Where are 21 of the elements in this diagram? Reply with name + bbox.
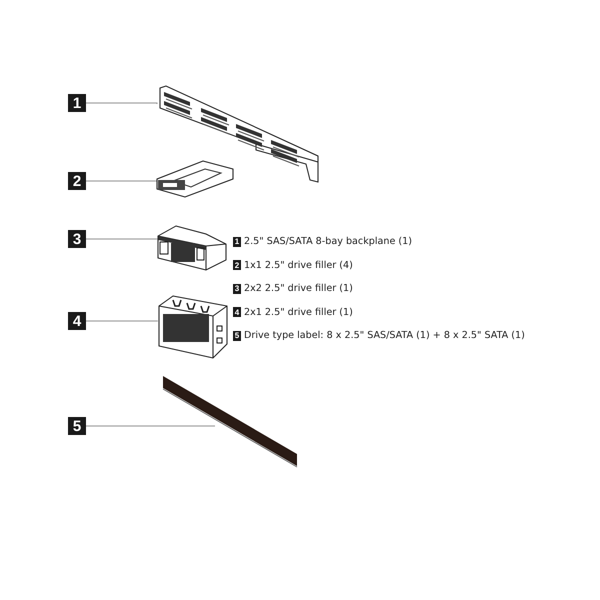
callout-number: 4: [68, 312, 86, 330]
callout-number: 2: [68, 172, 86, 190]
part-description: 1x1 2.5" drive filler (4): [244, 260, 353, 270]
callout-number: 5: [68, 417, 86, 435]
callout-number: 3: [233, 284, 241, 294]
drive-filler-drawing: [156, 224, 228, 272]
part-description: 2x1 2.5" drive filler (1): [244, 306, 353, 318]
callout-number: 2: [233, 260, 241, 270]
part-description: 2.5" SAS/SATA 8-bay backplane (1): [244, 236, 412, 247]
callout-number: 3: [68, 230, 86, 248]
leader-line: [86, 102, 158, 104]
leader-line: [86, 238, 158, 240]
leader-line: [86, 320, 158, 322]
part-description: 2x2 2.5" drive filler (1): [244, 283, 353, 294]
leader-line: [86, 180, 158, 182]
callout-number: 5: [233, 330, 241, 340]
callout-number: 1: [68, 94, 86, 112]
part-description: Drive type label: 8 x 2.5" SAS/SATA (1) + 8 x 2.5" SATA (1): [244, 330, 525, 341]
label-strip-drawing: [163, 376, 299, 468]
callout-number: 4: [233, 307, 241, 317]
callout-number: 1: [233, 236, 241, 246]
